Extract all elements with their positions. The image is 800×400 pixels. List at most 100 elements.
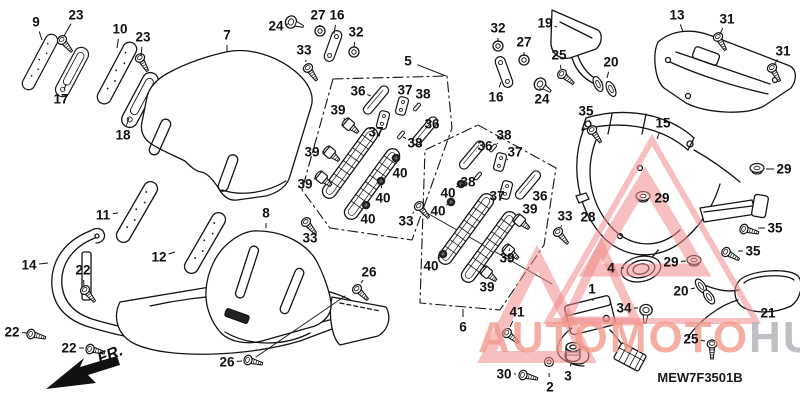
- part-callout-40: 40: [392, 166, 407, 181]
- part-callout-36: 36: [424, 117, 440, 132]
- part-callout-10: 10: [112, 22, 127, 37]
- part-callout-38: 38: [496, 128, 512, 143]
- part-callout-5: 5: [404, 54, 412, 69]
- callout-leader: [569, 363, 572, 367]
- windscreen-part-7: [140, 49, 313, 201]
- callout-leader: [140, 46, 143, 57]
- watermark-triangle-small: [558, 236, 644, 326]
- part-callout-15: 15: [655, 116, 671, 131]
- part-callout-33: 33: [302, 231, 318, 246]
- part-callout-36: 36: [477, 139, 493, 154]
- part-callout-39: 39: [330, 103, 345, 118]
- screw-30-icon: [517, 368, 540, 385]
- part-callout-17: 17: [53, 92, 68, 107]
- callout-leader: [353, 41, 356, 48]
- part-callout-36: 36: [350, 84, 366, 99]
- part-callout-11: 11: [96, 208, 111, 223]
- part-callout-39: 39: [479, 280, 494, 295]
- callout-leader: [656, 132, 660, 140]
- part-callout-34: 34: [616, 301, 632, 316]
- front-stay-15: [576, 111, 769, 256]
- setting-plate-37: [492, 151, 508, 173]
- part-callout-13: 13: [669, 8, 685, 23]
- callout-leader: [509, 320, 514, 328]
- part-callout-24: 24: [268, 19, 284, 34]
- part-callout-37: 37: [507, 145, 522, 160]
- part-callout-22: 22: [4, 325, 19, 340]
- screw-26-icon: [350, 282, 372, 304]
- part-callout-1: 1: [588, 282, 596, 297]
- part-callout-35: 35: [767, 221, 783, 236]
- meter-panel-13: [654, 30, 797, 113]
- callout-leader: [380, 121, 382, 124]
- part-callout-36: 36: [532, 189, 548, 204]
- callout-leader: [367, 94, 372, 97]
- callout-leader: [116, 38, 119, 49]
- callout-leader: [679, 24, 684, 33]
- part-callout-39: 39: [297, 177, 312, 192]
- part-callout-37: 37: [397, 83, 412, 98]
- callout-leader: [560, 225, 563, 228]
- part-callout-25: 25: [683, 332, 699, 347]
- part-callout-40: 40: [375, 191, 390, 206]
- part-callout-40: 40: [430, 204, 445, 219]
- callout-leader: [588, 120, 592, 126]
- spacer-20-icon: [700, 287, 718, 307]
- callout-leader: [455, 185, 459, 188]
- part-callout-14: 14: [21, 258, 37, 273]
- part-callout-31: 31: [775, 44, 791, 59]
- callout-leader: [559, 64, 562, 70]
- part-callout-16: 16: [488, 90, 504, 105]
- part-callout-9: 9: [32, 15, 40, 30]
- callout-leader: [417, 64, 447, 77]
- honda-logo-decal: [224, 308, 250, 324]
- part-callout-23: 23: [135, 30, 151, 45]
- callout-leader: [333, 24, 336, 35]
- spacer-20-icon: [603, 79, 619, 99]
- screw-35-icon: [738, 222, 761, 239]
- screw-25-icon: [555, 67, 578, 88]
- watermark-automoto-text: AUTOMOTO: [478, 313, 749, 362]
- part-callout-26: 26: [219, 355, 235, 370]
- watermark-triangle-medium: [578, 166, 712, 277]
- part-callout-18: 18: [115, 128, 131, 143]
- part-callout-38: 38: [407, 136, 423, 151]
- callout-leader: [63, 23, 72, 37]
- part-callout-38: 38: [415, 87, 431, 102]
- grommet-29-icon: [749, 162, 765, 175]
- callout-leader: [502, 188, 504, 190]
- callout-leader: [63, 83, 67, 90]
- diagram-code: MEW7F3501B: [657, 370, 742, 385]
- callout-leader: [38, 262, 49, 265]
- part-callout-28: 28: [580, 210, 596, 225]
- part-callout-35: 35: [745, 244, 761, 259]
- part-callout-33: 33: [398, 214, 414, 229]
- part-callout-40: 40: [423, 259, 438, 274]
- screw-33-icon: [412, 199, 433, 222]
- callout-leader: [313, 177, 317, 180]
- mirror-part-19: [550, 9, 603, 87]
- callout-leader: [506, 158, 509, 161]
- part-callout-12: 12: [151, 250, 166, 265]
- part-callout-39: 39: [522, 202, 537, 217]
- callout-leader: [343, 117, 346, 121]
- watermark-triangle-large: [542, 133, 762, 324]
- part-callout-30: 30: [496, 367, 511, 382]
- fr-label: FR.: [95, 342, 125, 367]
- stay-link-16: [322, 28, 344, 64]
- part-callout-8: 8: [262, 206, 270, 221]
- callout-leader: [420, 126, 423, 129]
- screw-22-icon: [78, 283, 99, 306]
- callout-leader: [700, 339, 706, 342]
- callout-leader: [554, 25, 558, 28]
- callout-leader: [38, 31, 43, 41]
- part-callout-39: 39: [304, 145, 319, 160]
- screw-22-icon: [25, 327, 48, 344]
- part-callout-32: 32: [348, 25, 363, 40]
- callout-leader: [402, 136, 407, 139]
- part-callout-29: 29: [654, 191, 669, 206]
- part-callout-27: 27: [310, 8, 325, 23]
- part-callout-6: 6: [459, 320, 467, 335]
